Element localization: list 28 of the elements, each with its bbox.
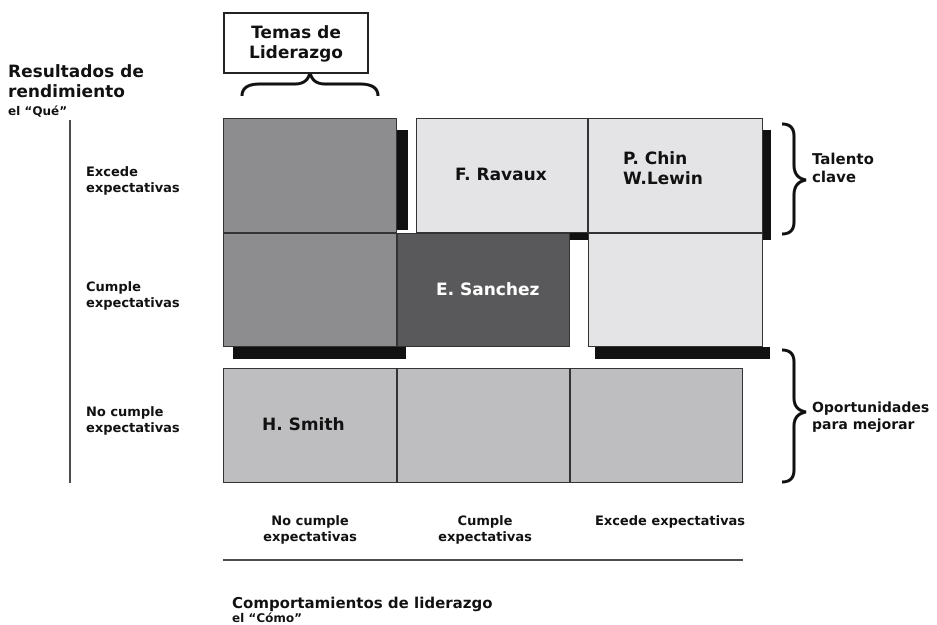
name-label: P. Chin: [623, 149, 688, 170]
grid-cell: [570, 368, 743, 483]
grid-cell: [416, 118, 588, 233]
group-label: Oportunidades para mejorar: [812, 400, 930, 434]
row-label: Excede expectativas: [86, 165, 181, 196]
grid-cell: [588, 233, 763, 347]
column-label: Cumple expectativas: [437, 514, 533, 546]
axis-subtitle: el “Qué”: [8, 104, 68, 118]
group-label: Talento clave: [812, 150, 875, 186]
grid-cell: [223, 118, 397, 233]
heading-text: Temas de Liderazgo: [248, 22, 344, 64]
name-label: F. Ravaux: [455, 165, 547, 186]
column-label: Excede expectativas: [594, 514, 746, 530]
grid-cell: [588, 118, 763, 233]
axis-subtitle: el “Cómo”: [232, 611, 302, 625]
grid-cell: [223, 368, 397, 483]
row-label: Cumple expectativas: [86, 280, 181, 312]
title-box: [223, 12, 369, 74]
name-label: E. Sanchez: [436, 280, 540, 300]
grid-cell: [223, 233, 397, 347]
axis-title: Resultados de rendimiento: [8, 62, 145, 103]
name-label: W.Lewin: [623, 169, 703, 190]
name-label: H. Smith: [262, 415, 345, 436]
column-label: No cumple expectativas: [262, 514, 358, 546]
grid-cell: [397, 368, 570, 483]
axis-title: Comportamientos de liderazgo: [232, 594, 494, 612]
row-label: No cumple expectativas: [86, 405, 181, 436]
grid-cell: [397, 233, 570, 347]
